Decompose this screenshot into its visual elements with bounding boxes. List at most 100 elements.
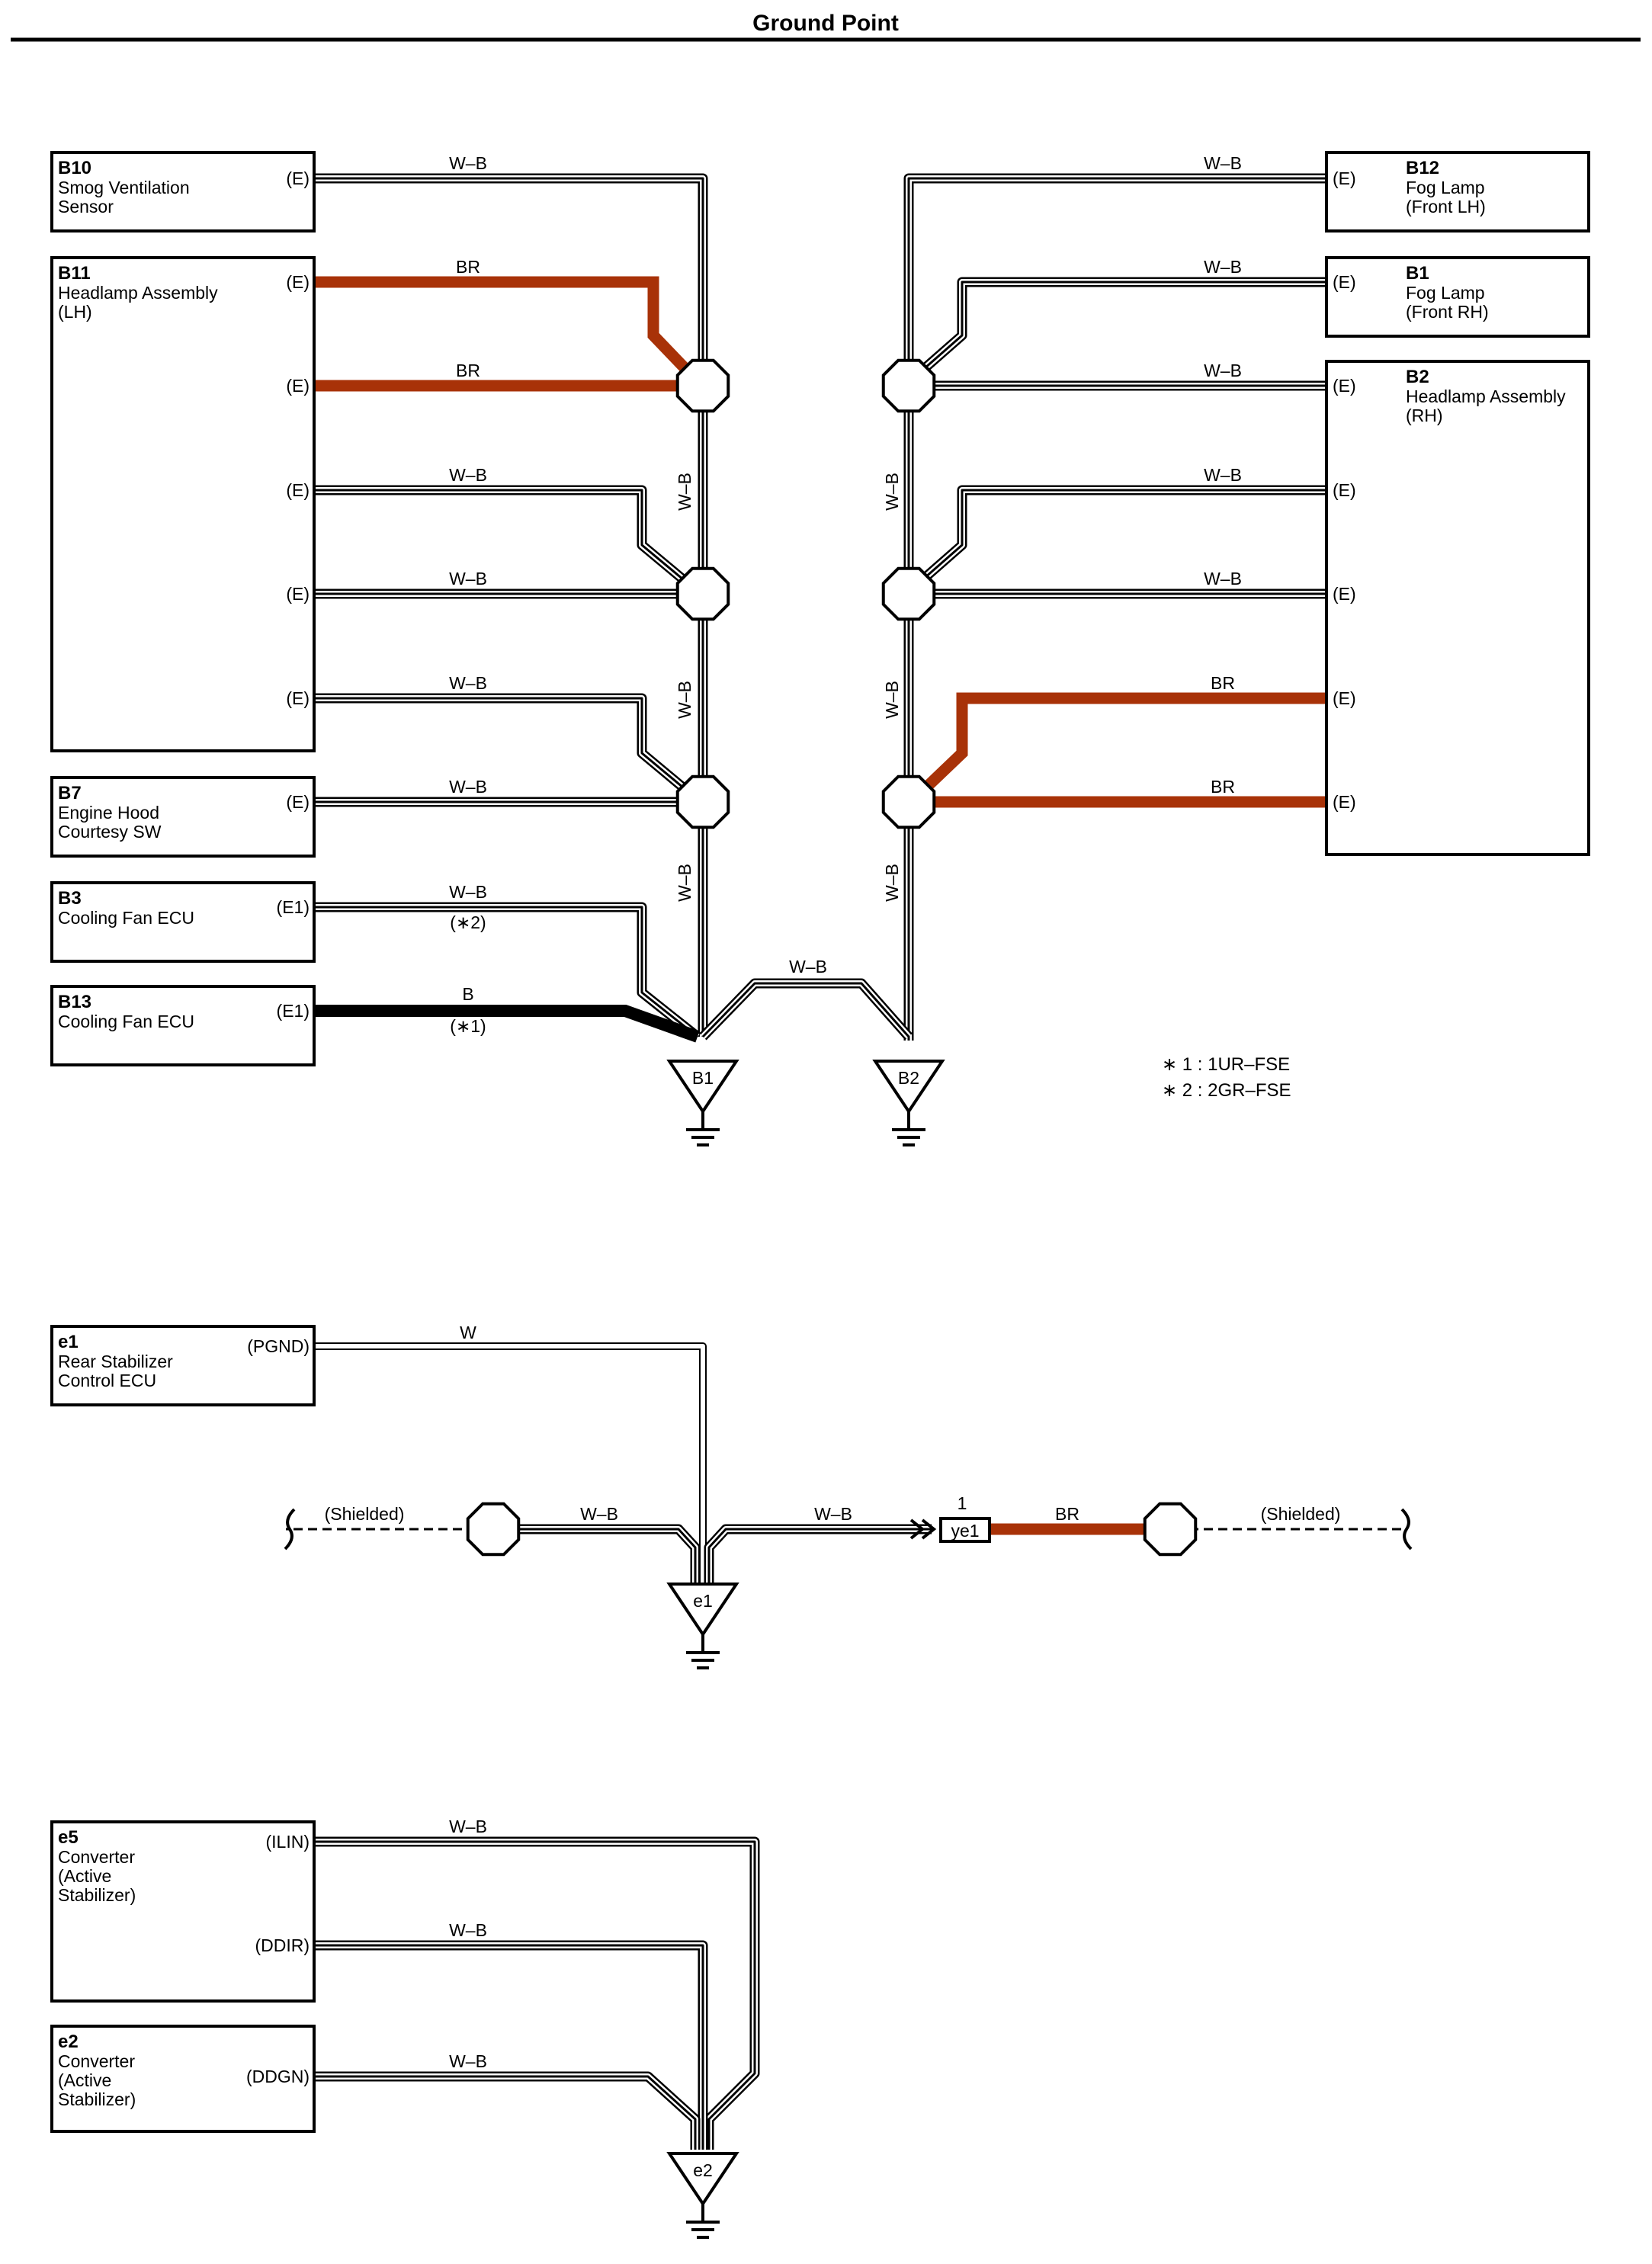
- component-pin: (E): [1333, 792, 1356, 812]
- wire-label: W–B: [449, 569, 487, 588]
- option-mark-b13: (∗1): [450, 1016, 486, 1036]
- component-pin: (DDIR): [255, 1935, 310, 1955]
- component-id: e1: [58, 1332, 79, 1352]
- component-name: (Front LH): [1406, 197, 1486, 216]
- wire-label: W–B: [449, 673, 487, 693]
- trunk-label-left-2: W–B: [675, 681, 694, 719]
- component-box: [50, 2025, 316, 2133]
- junction-left-3: [675, 774, 730, 829]
- wire-label: BR: [456, 361, 480, 380]
- component-name: Converter: [58, 1847, 135, 1867]
- b11-pin5-wire: [314, 693, 696, 799]
- wire-label: W–B: [449, 2051, 487, 2071]
- component-pin: (E): [286, 480, 310, 500]
- wire-label: W–B: [449, 882, 487, 902]
- component-id: B13: [58, 992, 91, 1012]
- wire-label: W: [460, 1323, 476, 1342]
- e5-ddir-wire: [314, 1940, 708, 2150]
- wire-label: W–B: [449, 1920, 487, 1940]
- e1-left-wire: [512, 1524, 701, 1586]
- b11-pin3-wire: [314, 485, 696, 591]
- component-box: [1325, 151, 1590, 232]
- component-pin: (E1): [277, 1001, 310, 1021]
- labels: ye11W–BBRBRW–BW–BW–BW–BW–BBW–BW–BW–BW–BW…: [284, 153, 1413, 2071]
- component-id: B11: [58, 263, 91, 284]
- trunk-label-right-3: W–B: [882, 864, 902, 902]
- component-name: Control ECU: [58, 1371, 156, 1390]
- connector-ye1-label: ye1: [951, 1521, 979, 1541]
- junction-right-3: [881, 774, 936, 829]
- e1-pgnd-wire: [314, 1342, 707, 1593]
- component-name: Sensor: [58, 197, 114, 216]
- component-box: [50, 151, 316, 232]
- component-name: (LH): [58, 302, 92, 322]
- component-pin: (E): [1333, 584, 1356, 604]
- ground-B1: B1: [666, 1060, 739, 1146]
- component-pin: (E): [286, 688, 310, 708]
- component-id: e2: [58, 2032, 79, 2052]
- ground-B2: B2: [872, 1060, 945, 1146]
- junction-right-2: [881, 566, 936, 621]
- wire-label: W–B: [449, 777, 487, 797]
- wires: [286, 173, 1403, 2150]
- shield-end-left: [284, 1508, 296, 1550]
- component-name: Rear Stabilizer: [58, 1352, 173, 1371]
- component-box: [50, 1820, 316, 2003]
- component-id: B1: [1406, 263, 1429, 284]
- wire-label: W–B: [449, 1817, 487, 1836]
- component-box: [50, 881, 316, 963]
- connector-ye1-pin: 1: [958, 1493, 967, 1513]
- component-pin: (DDGN): [246, 2067, 310, 2086]
- wire-label: W–B: [449, 153, 487, 173]
- b1-b2-link-wire: [699, 978, 913, 1041]
- junction-right-1: [881, 358, 936, 413]
- wire-label: W–B: [1204, 465, 1242, 485]
- grounds: B1 B2 e1 e2: [666, 1060, 945, 2239]
- wire-label: B: [462, 984, 473, 1004]
- junction-left-2: [675, 566, 730, 621]
- component-name: Engine Hood: [58, 803, 159, 823]
- page-title: Ground Point: [752, 11, 899, 36]
- b10-wire: [314, 173, 708, 385]
- wire-label: W–B: [1204, 569, 1242, 588]
- shield-end-right: [1400, 1508, 1413, 1550]
- junction-left-1: [675, 358, 730, 413]
- component-pin: (ILIN): [266, 1832, 310, 1852]
- component-name: (Active: [58, 1866, 111, 1886]
- connector-arrow-2: [921, 1518, 937, 1540]
- junctions: [466, 358, 1198, 1557]
- b13-wire: [314, 1005, 700, 1043]
- b2-pin4-wire: [922, 692, 1326, 792]
- trunk-label-right-2: W–B: [882, 681, 902, 719]
- footnote: ∗ 2 : 2GR–FSE: [1162, 1080, 1291, 1101]
- component-name: (RH): [1406, 406, 1443, 425]
- wire-label: W–B: [789, 957, 827, 976]
- b2-pin2-wire: [915, 485, 1326, 587]
- ground-label: e1: [693, 1591, 713, 1611]
- wire-label: W–B: [1204, 257, 1242, 277]
- b1-fog-wire: [915, 277, 1326, 377]
- component-box: [1325, 360, 1590, 856]
- shielded-label-right: (Shielded): [1261, 1504, 1341, 1524]
- component-pin: (E): [286, 584, 310, 604]
- component-pin: (E): [286, 376, 310, 396]
- component-pin: (E): [286, 792, 310, 812]
- component-pin: (E): [1333, 376, 1356, 396]
- e5-ilin-wire: [314, 1836, 760, 2150]
- wire-label: W–B: [814, 1504, 852, 1524]
- connector-ye1: [939, 1517, 991, 1543]
- ground-label: B1: [692, 1068, 714, 1088]
- ground-label: e2: [693, 2160, 713, 2180]
- component-name: Stabilizer): [58, 1885, 136, 1905]
- component-pin: (PGND): [247, 1336, 310, 1356]
- component-id: B12: [1406, 158, 1439, 178]
- wire-label: W–B: [449, 465, 487, 485]
- wire-label: BR: [456, 257, 480, 277]
